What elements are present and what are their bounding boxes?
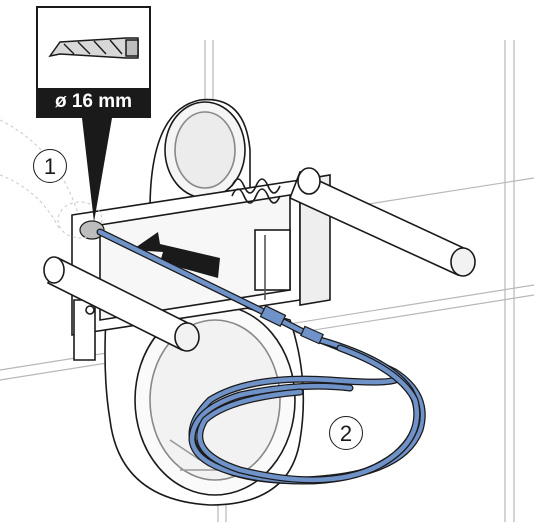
drill-bit-icon — [48, 37, 139, 59]
step-number-1: 1 — [33, 149, 67, 183]
left-support-rod — [43, 256, 200, 352]
insert-direction-arrow — [132, 232, 220, 278]
drill-diameter-label: ø 16 mm — [38, 88, 149, 116]
drill-bit-panel — [38, 8, 149, 88]
right-support-rod — [288, 167, 476, 277]
callout-pointer — [82, 118, 112, 222]
step-number-2: 2 — [329, 416, 363, 450]
hose-coil — [96, 228, 426, 485]
drill-size-callout: ø 16 mm — [36, 6, 151, 118]
flush-pipe-bend — [149, 98, 251, 211]
spring-coil — [231, 178, 281, 204]
hidden-pipe-outline — [0, 119, 81, 231]
